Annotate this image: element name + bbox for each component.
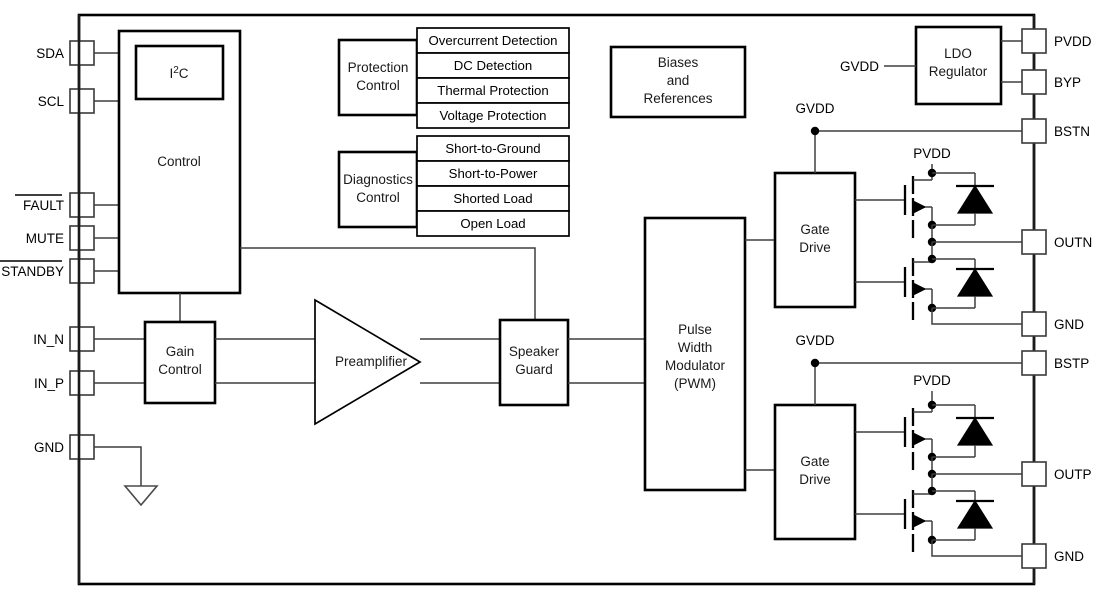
pin-scl[interactable]: SCL (38, 88, 119, 114)
pin-byp[interactable]: BYP (1021, 69, 1081, 95)
preamplifier-label: Preamplifier (335, 354, 408, 369)
protection-item-0-label: Overcurrent Detection (429, 33, 558, 48)
pin-outn-label: OUTN (1054, 235, 1092, 250)
preamplifier-block[interactable]: Preamplifier (314, 298, 422, 426)
left-pin-group: SDA SCL FAULT MUTE STANDBY (0, 40, 159, 507)
diagnostics-items-list: Short-to-Ground Short-to-Power Shorted L… (416, 135, 570, 237)
pin-mute-label: MUTE (26, 231, 64, 246)
gain-control-label-1: Gain (166, 344, 195, 359)
pin-gnd-right-top-label: GND (1054, 317, 1084, 332)
pwm-label-1: Pulse (678, 322, 712, 337)
biases-label-2: and (667, 73, 690, 88)
protection-item-0[interactable] (416, 27, 570, 54)
gain-control-block[interactable]: Gain Control (143, 320, 217, 405)
mosfet-low-side-p (855, 486, 1034, 557)
pin-fault-label: FAULT (23, 198, 64, 213)
pin-bstp-label: BSTP (1054, 356, 1089, 371)
diagnostics-item-2[interactable] (416, 185, 570, 212)
protection-control-block[interactable]: Protection Control (337, 38, 419, 117)
gate-drive-top-label-1: Gate (800, 222, 829, 237)
protection-item-1-label: DC Detection (454, 58, 532, 73)
pwm-block[interactable]: Pulse Width Modulator (PWM) (643, 216, 747, 492)
mosfet-low-side-n (855, 254, 1034, 325)
diagnostics-item-0-label: Short-to-Ground (445, 141, 540, 156)
protection-item-3-label: Voltage Protection (439, 108, 546, 123)
pin-outp-label: OUTP (1054, 467, 1092, 482)
gate-drive-bottom-block[interactable]: Gate Drive (773, 403, 857, 541)
biases-label-3: References (643, 91, 712, 106)
diagnostics-item-3[interactable] (416, 210, 570, 237)
gate-drive-bottom-label-2: Drive (799, 472, 831, 487)
pin-outp[interactable]: OUTP (1021, 461, 1092, 487)
pin-pvdd[interactable]: PVDD (1021, 28, 1092, 54)
diagnostics-control-label-1: Diagnostics (343, 172, 413, 187)
pin-bstn[interactable]: BSTN (1021, 118, 1090, 144)
pin-in-p[interactable]: IN_P (34, 370, 145, 396)
protection-item-3[interactable] (416, 102, 570, 129)
protection-items-list: Overcurrent Detection DC Detection Therm… (416, 27, 570, 129)
protection-control-label-1: Protection (348, 60, 409, 75)
gate-drive-bottom-label-1: Gate (800, 454, 829, 469)
pin-byp-label: BYP (1054, 75, 1081, 90)
pin-bstp[interactable]: BSTP (1021, 350, 1089, 376)
protection-item-2-label: Thermal Protection (437, 83, 548, 98)
pwm-label-2: Width (678, 340, 713, 355)
protection-control-label-2: Control (356, 78, 400, 93)
diagnostics-item-1-label: Short-to-Power (449, 166, 538, 181)
speaker-guard-label-2: Guard (515, 362, 553, 377)
gate-drive-top-label-2: Drive (799, 240, 831, 255)
pin-gnd-left-label: GND (34, 440, 64, 455)
pin-bstn-label: BSTN (1054, 124, 1090, 139)
speaker-guard-label-1: Speaker (509, 344, 560, 359)
diagnostics-item-2-label: Shorted Load (453, 191, 532, 206)
speaker-guard-block[interactable]: Speaker Guard (498, 318, 570, 407)
pin-gnd-left[interactable]: GND (34, 434, 159, 507)
diagnostics-item-1[interactable] (416, 160, 570, 187)
control-label: Control (157, 154, 201, 169)
pin-mute[interactable]: MUTE (26, 225, 119, 251)
protection-item-2[interactable] (416, 77, 570, 104)
wire-control-to-speaker-guard (240, 247, 536, 320)
gvdd-bottom-label: GVDD (795, 333, 834, 348)
junction-dot-gvdd-bottom (810, 358, 820, 368)
diagnostics-control-block[interactable]: Diagnostics Control (337, 150, 419, 229)
pvdd-bottom-label: PVDD (913, 373, 951, 388)
gvdd-top-label: GVDD (795, 101, 834, 116)
pin-fault[interactable]: FAULT (15, 192, 119, 218)
pin-sda[interactable]: SDA (36, 40, 119, 66)
pin-in-p-label: IN_P (34, 376, 64, 391)
pin-gnd-right-bottom[interactable]: GND (1021, 543, 1084, 569)
junction-dot-gvdd-top (810, 126, 820, 136)
diagnostics-item-0[interactable] (416, 135, 570, 162)
pin-gnd-right-bottom-label: GND (1054, 549, 1084, 564)
i2c-label: I2C (169, 65, 188, 81)
gain-control-label-2: Control (158, 362, 202, 377)
pin-scl-label: SCL (38, 94, 65, 109)
pin-pvdd-label: PVDD (1054, 34, 1092, 49)
right-pin-group: PVDD BYP BSTN OUTN GND BSTP OUTP GND (1021, 28, 1092, 569)
ldo-gvdd-label: GVDD (840, 59, 879, 74)
pvdd-top-label: PVDD (913, 146, 951, 161)
pwm-label-3: Modulator (665, 358, 726, 373)
pin-standby[interactable]: STANDBY (0, 258, 119, 284)
pwm-label-4: (PWM) (674, 376, 716, 391)
ldo-label-2: Regulator (929, 64, 988, 79)
i2c-block[interactable]: I2C (134, 44, 225, 101)
pin-gnd-right-top[interactable]: GND (1021, 311, 1084, 337)
gate-drive-top-block[interactable]: Gate Drive (773, 171, 857, 309)
pin-outn[interactable]: OUTN (1021, 229, 1092, 255)
biases-label-1: Biases (658, 55, 699, 70)
pin-standby-label: STANDBY (1, 264, 64, 279)
pin-in-n[interactable]: IN_N (33, 326, 145, 352)
protection-item-1[interactable] (416, 52, 570, 79)
ldo-label-1: LDO (944, 46, 972, 61)
diagnostics-control-label-2: Control (356, 190, 400, 205)
ldo-regulator-block[interactable]: LDO Regulator (914, 25, 1003, 106)
mosfet-high-side-p (855, 400, 994, 470)
biases-references-block[interactable]: Biases and References (609, 45, 747, 119)
pin-in-n-label: IN_N (33, 332, 64, 347)
pin-sda-label: SDA (36, 46, 64, 61)
diagnostics-item-3-label: Open Load (460, 216, 525, 231)
